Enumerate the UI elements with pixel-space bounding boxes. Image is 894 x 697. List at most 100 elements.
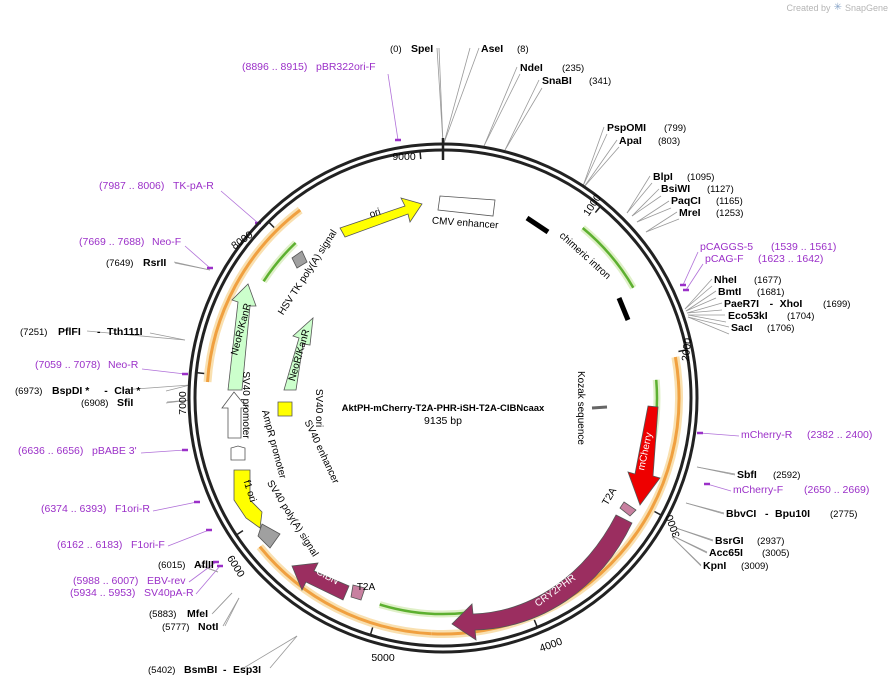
sv40-ori-label: SV40 ori xyxy=(313,389,324,427)
primer-name: pCAGGS-5 xyxy=(700,241,753,253)
enzyme-position: (1677) xyxy=(754,275,781,286)
enzyme-position: (1253) xyxy=(716,208,743,219)
primer-range: (7669 .. 7688) xyxy=(79,236,144,248)
enzyme-name: BspDI * xyxy=(52,385,90,397)
enzyme-name: BbvCI xyxy=(726,508,756,520)
enzyme-position: (799) xyxy=(664,123,686,134)
ampr-promoter-feature xyxy=(230,445,246,461)
enzyme-leader xyxy=(483,66,518,147)
neo-outer-label: NeoR/KanR xyxy=(229,302,253,356)
enzyme-leader xyxy=(583,139,618,188)
neo-inner-label: NeoR/KanR xyxy=(287,328,312,382)
enzyme-name: SnaBI xyxy=(542,75,572,87)
enzyme-separator: - xyxy=(765,508,769,520)
primer-range: (8896 .. 8915) xyxy=(242,61,307,73)
primer-leader xyxy=(140,449,186,454)
enzyme-separator: - xyxy=(97,326,101,338)
enzyme-name: NotI xyxy=(198,621,218,633)
cry2phr-feature xyxy=(451,514,633,641)
primer-range: (7059 .. 7078) xyxy=(35,359,100,371)
plasmid-size: 9135 bp xyxy=(424,415,462,427)
enzyme-position: (5402) xyxy=(148,665,175,676)
leader-lines xyxy=(86,47,740,670)
enzyme-name: Acc65I xyxy=(709,547,743,559)
enzyme-position: (6015) xyxy=(158,560,185,571)
enzyme-leader xyxy=(631,195,662,217)
enzyme-position: (3005) xyxy=(762,548,789,559)
enzyme-position: (7649) xyxy=(106,258,133,269)
tick-label: 2000 xyxy=(680,337,695,362)
enzyme-leader xyxy=(241,635,298,670)
kozak-feature xyxy=(591,405,608,410)
enzyme-name-2: ClaI * xyxy=(114,385,141,397)
cds-arc-2 xyxy=(258,545,432,636)
ori-label: ori xyxy=(368,207,382,221)
intron-label: chimeric intron xyxy=(557,230,613,282)
enzyme-leader xyxy=(687,314,727,323)
enzyme-name: SfiI xyxy=(117,397,133,409)
enzyme-name: SbfI xyxy=(737,469,757,481)
cmv-label: CMV enhancer xyxy=(432,216,500,232)
primer-leader xyxy=(682,251,699,286)
enzyme-name: AseI xyxy=(481,43,503,55)
enzyme-name: SacI xyxy=(731,322,753,334)
enzyme-name-2: XhoI xyxy=(780,298,803,310)
enzyme-separator: - xyxy=(104,385,108,397)
enzyme-leader xyxy=(269,635,298,669)
enzyme-leader xyxy=(687,316,730,335)
cmv-enhancer-feature xyxy=(437,195,496,217)
enzyme-leader xyxy=(684,285,713,310)
tick-mark xyxy=(654,510,662,516)
ori-feature xyxy=(339,197,423,238)
t2a-2-feature xyxy=(350,584,366,601)
enzyme-leader xyxy=(121,384,191,391)
primer-name: SV40pA-R xyxy=(144,587,194,599)
credit-text: Created by xyxy=(786,2,831,13)
primer-range: (5934 .. 5953) xyxy=(70,587,135,599)
enzyme-position: (2775) xyxy=(830,509,857,520)
ampr-label: AmpR promoter xyxy=(259,409,288,481)
sv40-enh-label: SV40 enhancer xyxy=(302,418,341,486)
primer-leader xyxy=(685,263,704,291)
primer-range: (1539 .. 1561) xyxy=(771,241,836,253)
enzyme-leader xyxy=(165,399,191,404)
enzyme-name: ApaI xyxy=(619,135,642,147)
primer-leader xyxy=(141,368,186,375)
enzyme-position: (1706) xyxy=(767,323,794,334)
enzyme-leader xyxy=(685,290,717,312)
cds-arc-3 xyxy=(206,208,302,383)
primer-range: (7987 .. 8006) xyxy=(99,180,164,192)
primer-name: mCherry-F xyxy=(733,484,783,496)
enzyme-name: BsmBI xyxy=(184,664,217,676)
enzyme-leader xyxy=(582,133,608,187)
enzyme-name: BmtI xyxy=(718,286,741,298)
enzyme-name: PflFI xyxy=(58,326,81,338)
enzyme-position: (341) xyxy=(589,76,611,87)
hsvtk-feature xyxy=(291,250,308,269)
enzyme-name: KpnI xyxy=(703,560,726,572)
sv40-promoter-feature xyxy=(221,391,248,439)
sv40pa-label: SV40 poly(A) signal xyxy=(264,479,320,559)
hsvtk-label: HSV TK poly(A) signal xyxy=(276,228,339,317)
enzyme-leader xyxy=(636,207,672,223)
enzyme-name: Eco53kI xyxy=(728,310,768,322)
enzyme-leader xyxy=(645,211,678,233)
kozak-label: Kozak sequence xyxy=(575,371,586,445)
enzyme-leader xyxy=(696,466,736,476)
t2a-1-label: T2A xyxy=(600,486,619,508)
cibn-feature xyxy=(291,562,350,601)
primer-range: (1623 .. 1642) xyxy=(758,253,823,265)
tick-mark xyxy=(594,205,602,214)
enzyme-leader xyxy=(174,262,211,271)
green-arc-neo xyxy=(262,241,297,282)
enzyme-position: (1095) xyxy=(687,172,714,183)
enzyme-position: (2937) xyxy=(757,536,784,547)
t2a-2-label: T2A xyxy=(357,582,376,593)
primer-name: Neo-R xyxy=(108,359,139,371)
primer-range: (6374 .. 6393) xyxy=(41,503,106,515)
tick-mark xyxy=(533,619,539,628)
enzyme-position: (8) xyxy=(517,44,529,55)
enzyme-leader xyxy=(626,175,651,214)
enzyme-leader xyxy=(636,200,670,223)
